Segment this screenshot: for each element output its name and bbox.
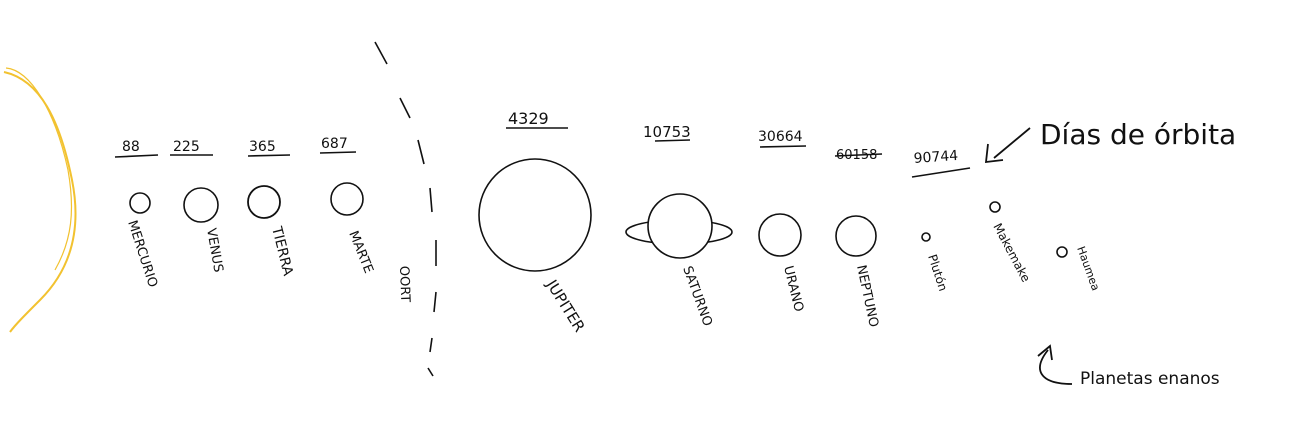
neptuno-planet bbox=[835, 215, 877, 257]
orbit-underlines bbox=[114, 127, 971, 178]
belt-label: OORT bbox=[396, 266, 412, 303]
venus-planet bbox=[183, 187, 219, 223]
pluton-label: Plutón bbox=[925, 253, 950, 293]
sun-arc bbox=[3, 71, 77, 333]
tierra-planet bbox=[247, 185, 281, 219]
mercurio-planet bbox=[129, 192, 151, 214]
dwarf-arrow-icon bbox=[1037, 344, 1073, 385]
neptuno-label: NEPTUNO bbox=[853, 264, 881, 329]
saturno-planet bbox=[647, 193, 713, 259]
mercurio-orbit-days: 88 bbox=[122, 139, 140, 155]
makemake-label: Makemake bbox=[990, 221, 1033, 285]
neptuno-orbit-days: 60158 bbox=[836, 148, 877, 163]
orbit-annotation: Días de órbita bbox=[1040, 118, 1236, 151]
urano-orbit-days: 30664 bbox=[758, 129, 803, 145]
marte-label: MARTE bbox=[345, 229, 376, 276]
sun-arc-inner bbox=[5, 67, 73, 271]
tierra-orbit-days: 365 bbox=[249, 139, 276, 155]
dwarf-annotation-text: Planetas enanos bbox=[1080, 369, 1220, 389]
haumea-planet bbox=[1056, 246, 1068, 258]
orbit-arrow-icon bbox=[984, 127, 1031, 164]
venus-orbit-days: 225 bbox=[173, 139, 200, 155]
jupiter-orbit-days: 4329 bbox=[508, 109, 549, 128]
marte-orbit-days: 687 bbox=[321, 136, 348, 152]
marte-planet bbox=[330, 182, 364, 216]
dwarf-annotation: Planetas enanos bbox=[1080, 369, 1220, 389]
mercurio-label: MERCURIO bbox=[124, 219, 160, 290]
urano-planet bbox=[758, 213, 802, 257]
urano-label: URANO bbox=[780, 264, 806, 313]
saturno-orbit-days: 10753 bbox=[643, 123, 691, 141]
jupiter-label: JUPITER bbox=[542, 276, 588, 336]
jupiter-planet bbox=[478, 158, 592, 272]
belt-boundary bbox=[374, 41, 437, 377]
pluton-orbit-days: 90744 bbox=[913, 148, 959, 167]
tierra-label: TIERRA bbox=[268, 224, 296, 278]
haumea-label: Haumea bbox=[1074, 245, 1102, 293]
makemake-planet bbox=[989, 201, 1001, 213]
pluton-planet bbox=[921, 232, 931, 242]
venus-label: VENUS bbox=[203, 227, 226, 274]
saturno-label: SATURNO bbox=[679, 264, 715, 328]
